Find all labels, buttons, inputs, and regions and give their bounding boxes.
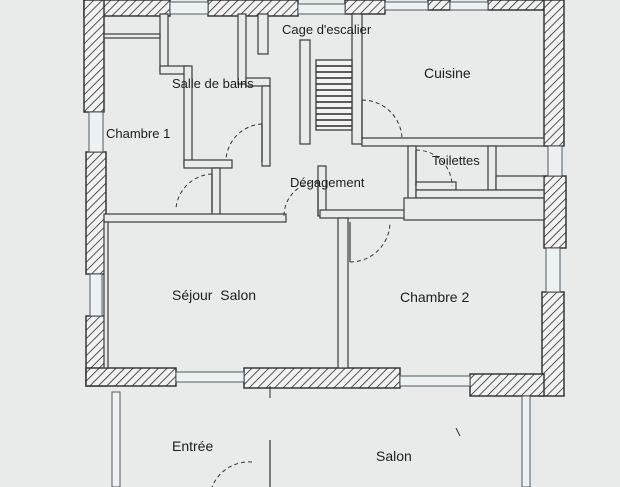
window-right-2 — [545, 247, 561, 293]
wall-deg-left — [211, 167, 221, 217]
doors — [175, 99, 453, 487]
exterior-walls — [83, 0, 567, 397]
windows — [88, 1, 563, 387]
label-cage-escalier: Cage d'escalier — [282, 22, 372, 37]
label-chambre-2: Chambre 2 — [400, 289, 469, 305]
wall-bottom-mid — [243, 367, 401, 389]
wall-left-mid — [85, 151, 107, 275]
label-sejour-salon: Séjour Salon — [172, 287, 256, 303]
wall-sejour-left — [103, 221, 109, 369]
annex-right-glazing — [521, 395, 531, 487]
label-degagement: Dégagement — [290, 175, 365, 190]
window-left-2 — [89, 273, 103, 317]
wall-left-upper — [83, 0, 105, 113]
wall-deg-mid — [317, 165, 327, 217]
window-top-4 — [449, 1, 489, 11]
wall-right-mid — [543, 175, 567, 249]
interior-walls — [103, 13, 545, 369]
wall-top-mid — [207, 0, 299, 17]
lower-annex — [111, 386, 531, 487]
wall-sdb-left-top — [159, 13, 169, 73]
label-chambre-1: Chambre 1 — [106, 126, 170, 141]
wall-wc-right — [487, 145, 497, 191]
wall-stair-left — [299, 39, 311, 145]
wall-top-stair — [344, 0, 386, 15]
wall-sdb-bottom — [183, 159, 233, 169]
window-top-2 — [297, 3, 346, 15]
label-entree: Entrée — [172, 438, 213, 454]
wall-ch1-shelf — [103, 33, 161, 39]
wall-sdb-right — [261, 85, 271, 167]
wall-ch2-top — [403, 197, 545, 221]
wall-wc-step — [495, 175, 545, 191]
label-salon: Salon — [376, 448, 412, 464]
annex-left-glazing — [111, 391, 121, 487]
label-salle-de-bains: Salle de bains — [172, 76, 254, 91]
wall-bottom-left — [85, 367, 177, 387]
wall-right-upper — [543, 0, 565, 147]
window-top-3 — [384, 1, 429, 11]
wall-top-pier — [427, 0, 451, 11]
window-bottom-1 — [175, 371, 245, 383]
window-right-1 — [547, 145, 563, 177]
window-top-1 — [169, 1, 209, 15]
staircase — [315, 59, 353, 131]
wall-wc-bottom-left — [415, 181, 457, 191]
wall-cuisine-bottom — [361, 137, 545, 147]
wall-sejour-right — [337, 217, 349, 369]
wall-stair-corner — [257, 13, 269, 55]
label-toilettes: Toilettes — [432, 153, 480, 168]
wall-bottom-right — [469, 373, 545, 397]
wall-sdb-notch — [245, 77, 271, 87]
room-labels: Cage d'escalier Salle de bains Cuisine C… — [106, 22, 480, 464]
wall-deg-bottom — [319, 209, 409, 219]
label-cuisine: Cuisine — [424, 65, 471, 81]
wall-right-lower — [541, 291, 565, 397]
window-left-1 — [88, 111, 104, 153]
window-bottom-2 — [399, 375, 471, 387]
wall-wc-bottom — [415, 189, 545, 199]
wall-sdb-right-top — [237, 13, 247, 85]
wall-sejour-top — [103, 213, 287, 223]
